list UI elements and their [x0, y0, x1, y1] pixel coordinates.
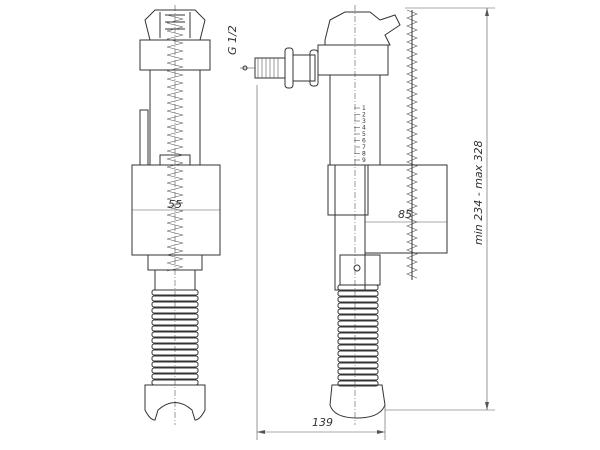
inlet-connector	[240, 47, 319, 89]
hose-rib	[151, 373, 199, 380]
hose-rib	[151, 349, 199, 356]
thread-label: G 1/2	[226, 25, 239, 55]
corrugated-hose	[337, 284, 379, 387]
hose-rib	[337, 356, 379, 363]
dimension-139: 139	[312, 416, 333, 429]
spring	[166, 14, 184, 272]
hose-rib	[151, 367, 199, 374]
hose-rib	[151, 301, 199, 308]
foot	[144, 384, 206, 421]
hose-rib	[151, 319, 199, 326]
scale-mark: 5	[362, 131, 366, 138]
height-range-label: min 234 - max 328	[472, 140, 485, 245]
hose-rib	[151, 331, 199, 338]
hose-rib	[151, 295, 199, 302]
scale-mark: 3	[362, 118, 366, 125]
hose-rib	[151, 313, 199, 320]
hose-rib	[337, 302, 379, 309]
dimension-85: 85	[398, 208, 412, 221]
hose-rib	[337, 284, 379, 291]
hose-rib	[337, 308, 379, 315]
hose-rib	[151, 307, 199, 314]
hose-rib	[337, 344, 379, 351]
hose-rib	[151, 343, 199, 350]
hose-rib	[151, 355, 199, 362]
scale-mark: 6	[362, 138, 366, 145]
hose-rib	[337, 374, 379, 381]
hose-rib	[151, 337, 199, 344]
dimension-55: 55	[168, 198, 182, 211]
hose-rib	[337, 290, 379, 297]
hose-rib	[337, 368, 379, 375]
scale-mark: 4	[362, 125, 366, 132]
hose-rib	[337, 320, 379, 327]
front-view: 55	[131, 5, 221, 425]
scale-mark: 9	[362, 157, 366, 164]
float-box	[364, 164, 448, 254]
hose-rib	[337, 296, 379, 303]
hose-rib	[151, 325, 199, 332]
hose-rib	[337, 314, 379, 321]
scale-mark: 8	[362, 151, 366, 158]
foot	[329, 384, 386, 419]
dimension-width: 1 3 9	[256, 85, 386, 440]
hose-rib	[151, 289, 199, 296]
dimension-height: min 234 - max 328	[385, 7, 495, 411]
scale-mark: 7	[362, 144, 366, 151]
hose-rib	[337, 332, 379, 339]
scale-mark: 2	[362, 112, 366, 119]
hose-rib	[337, 326, 379, 333]
hose-rib	[337, 362, 379, 369]
hose-rib	[337, 380, 379, 387]
hose-rib	[337, 350, 379, 357]
corrugated-hose	[151, 289, 199, 386]
hose-rib	[337, 338, 379, 345]
hose-rib	[151, 361, 199, 368]
scale-mark: 1	[362, 105, 366, 112]
